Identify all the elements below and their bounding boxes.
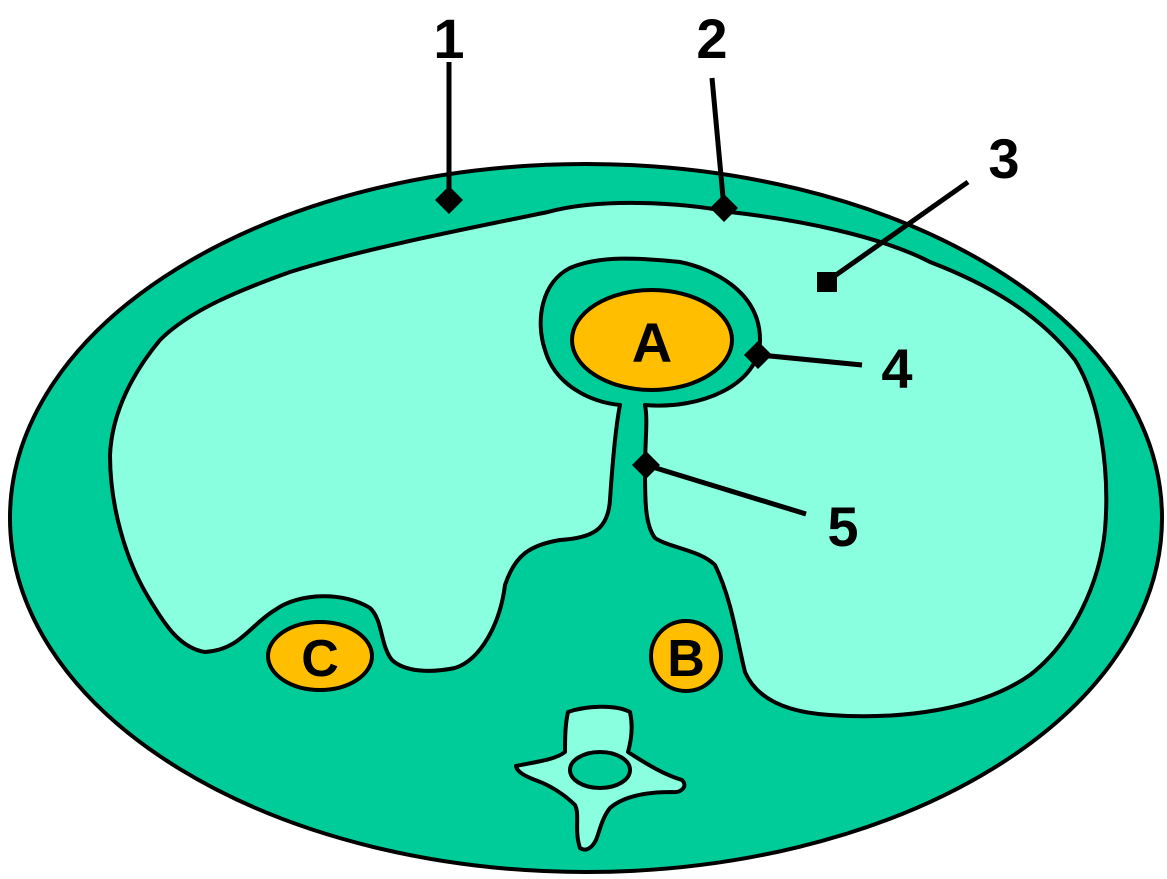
marker-5 — [632, 451, 660, 479]
callout-1: 1 — [433, 7, 464, 70]
callout-5: 5 — [827, 495, 858, 558]
callout-2: 2 — [696, 7, 727, 70]
leader-line-3 — [824, 179, 970, 285]
marker-3 — [817, 272, 837, 292]
structure-a-label: A — [632, 311, 672, 374]
leader-line-4 — [759, 352, 863, 368]
callout-4: 4 — [881, 337, 912, 400]
marker-4 — [744, 341, 772, 369]
vertebral-canal — [568, 750, 632, 790]
callout-3: 3 — [988, 127, 1019, 190]
structure-c — [266, 620, 374, 692]
leader-line-5 — [645, 462, 807, 517]
marker-2 — [710, 194, 738, 222]
structure-c-label: C — [301, 630, 339, 688]
structure-b — [649, 619, 723, 693]
marker-1 — [435, 186, 463, 214]
structure-b-label: B — [667, 630, 705, 688]
body-cavity — [108, 200, 1109, 719]
structure-a — [570, 288, 734, 392]
leader-line-2 — [709, 77, 727, 209]
